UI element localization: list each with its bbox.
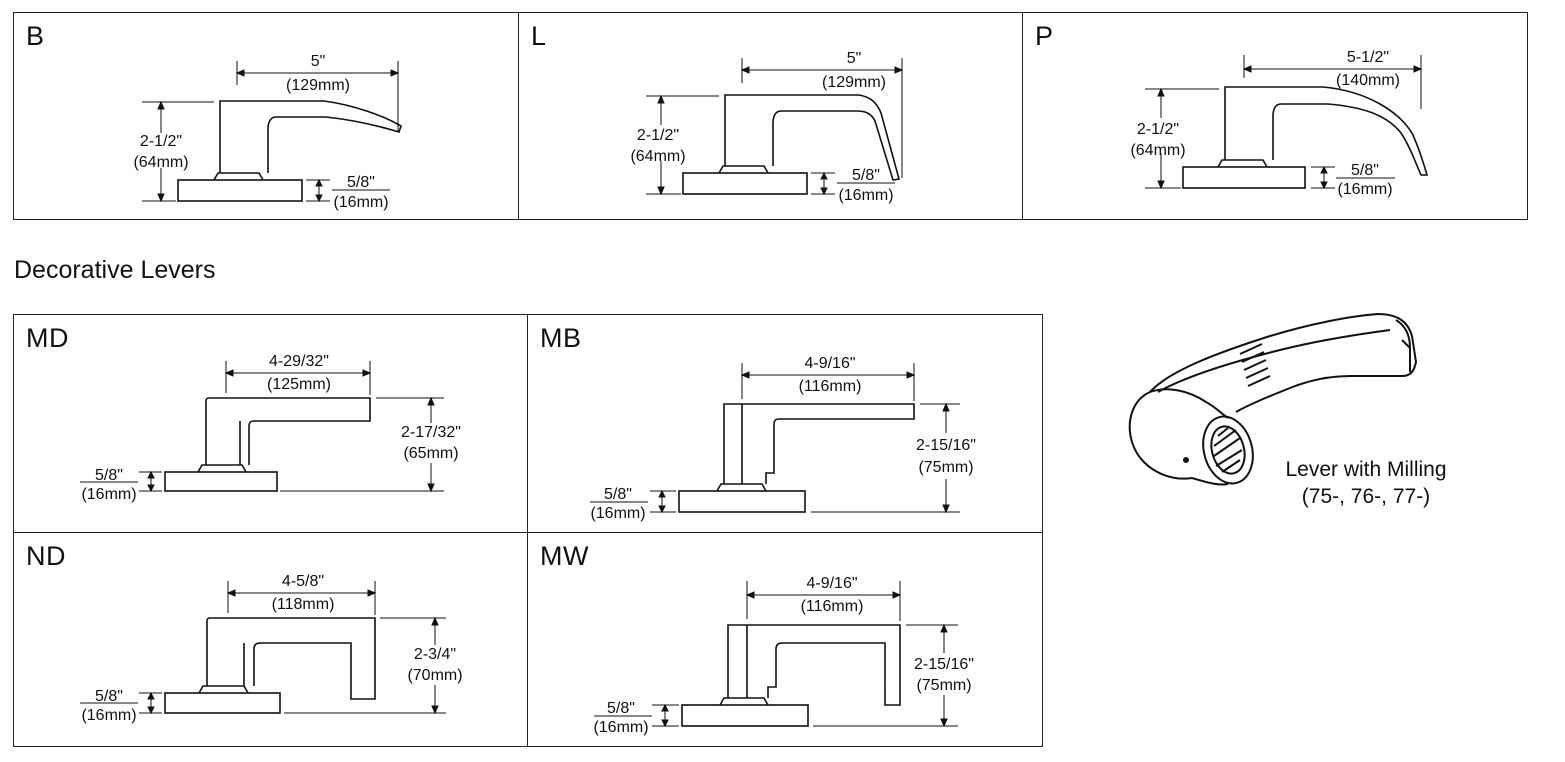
height-metric: (75mm): [916, 677, 971, 694]
width-metric: (116mm): [801, 598, 864, 615]
width-metric: (140mm): [1336, 72, 1400, 89]
width-dimension: 5": [847, 50, 862, 67]
rose-dimension: 5/8": [95, 467, 123, 484]
width-dimension: 5": [311, 53, 326, 70]
panel-label: P: [1035, 21, 1054, 51]
rose-metric: (16mm): [81, 486, 136, 503]
height-dimension: 2-15/16": [916, 437, 976, 454]
width-dimension: 4-9/16": [806, 575, 857, 592]
lever-panel-nd: ND 4-5/8" (11: [13, 532, 529, 747]
rose-dimension: 5/8": [604, 486, 632, 503]
milling-caption-title: Lever with Milling: [1285, 458, 1447, 481]
milling-caption-models: (75-, 76-, 77-): [1301, 485, 1431, 508]
height-metric: (64mm): [630, 148, 685, 165]
lever-panel-p: P 5-1/2" (140mm): [1022, 12, 1528, 220]
height-metric: (75mm): [918, 459, 973, 476]
section-title: Decorative Levers: [14, 256, 216, 284]
lever-mb-drawing: 4-9/16" (116mm) 2-15/16" (75mm) 5/8" (16…: [590, 355, 976, 522]
width-dimension: 4-5/8": [282, 573, 324, 590]
height-metric: (64mm): [133, 154, 188, 171]
lever-nd-drawing: 4-5/8" (118mm) 2-3/4" (70mm) 5/8" (16mm): [80, 573, 463, 724]
height-dimension: 2-1/2": [1137, 121, 1179, 138]
rose-dimension: 5/8": [1351, 162, 1379, 179]
panel-label: ND: [26, 541, 66, 571]
rose-dimension: 5/8": [95, 688, 123, 705]
width-metric: (118mm): [272, 596, 335, 613]
rose-dimension: 5/8": [852, 167, 880, 184]
height-dimension: 2-17/32": [401, 424, 461, 441]
height-metric: (70mm): [407, 667, 462, 684]
milling-caption: Lever with Milling (75-, 76-, 77-): [1250, 456, 1482, 510]
lever-p-drawing: 5-1/2" (140mm) 2-1/2" (64mm) 5/8" (16mm): [1130, 49, 1429, 198]
width-metric: (129mm): [286, 77, 350, 94]
lever-panel-mw: MW 4-9/16" (1: [527, 532, 1043, 747]
panel-label: MD: [26, 323, 69, 353]
width-metric: (125mm): [267, 376, 331, 393]
rose-metric: (16mm): [590, 505, 645, 522]
rose-metric: (16mm): [593, 719, 648, 736]
lever-l-drawing: 5" (129mm) 2-1/2" (64mm) 5/8" (16mm): [630, 50, 904, 204]
width-dimension: 5-1/2": [1347, 49, 1389, 66]
width-dimension: 4-29/32": [269, 353, 329, 370]
lever-panel-b: B 5" (129mm) 2: [13, 12, 519, 220]
lever-panel-l: L 5" (129mm) 2: [518, 12, 1024, 220]
panel-label: MB: [540, 323, 582, 353]
rose-dimension: 5/8": [347, 174, 375, 191]
lever-md-drawing: 4-29/32" (125mm) 2-17/32" (65mm) 5/8" (1…: [80, 353, 461, 503]
rose-metric: (16mm): [81, 707, 136, 724]
lever-b-drawing: 5" (129mm) 2-1/2" (64mm) 5/8" (16mm): [133, 53, 402, 211]
width-metric: (116mm): [799, 378, 862, 395]
rose-metric: (16mm): [1337, 181, 1392, 198]
height-metric: (64mm): [1130, 142, 1185, 159]
height-dimension: 2-1/2": [140, 133, 182, 150]
lever-mw-drawing: 4-9/16" (116mm) 2-15/16" (75mm) 5/8" (16…: [593, 575, 974, 736]
height-metric: (65mm): [403, 445, 458, 462]
lever-panel-mb: MB 4-9/16" (1: [527, 314, 1043, 534]
width-metric: (129mm): [822, 74, 886, 91]
height-dimension: 2-3/4": [414, 646, 456, 663]
panel-label: L: [531, 21, 547, 51]
height-dimension: 2-1/2": [637, 127, 679, 144]
lever-with-milling-illustration: [1128, 313, 1417, 486]
width-dimension: 4-9/16": [804, 355, 855, 372]
lever-panel-md: MD 4-29/32" (: [13, 314, 529, 534]
rose-metric: (16mm): [838, 187, 893, 204]
rose-dimension: 5/8": [607, 700, 635, 717]
rose-metric: (16mm): [333, 194, 388, 211]
height-dimension: 2-15/16": [914, 656, 974, 673]
panel-label: B: [26, 21, 45, 51]
panel-label: MW: [540, 541, 589, 571]
